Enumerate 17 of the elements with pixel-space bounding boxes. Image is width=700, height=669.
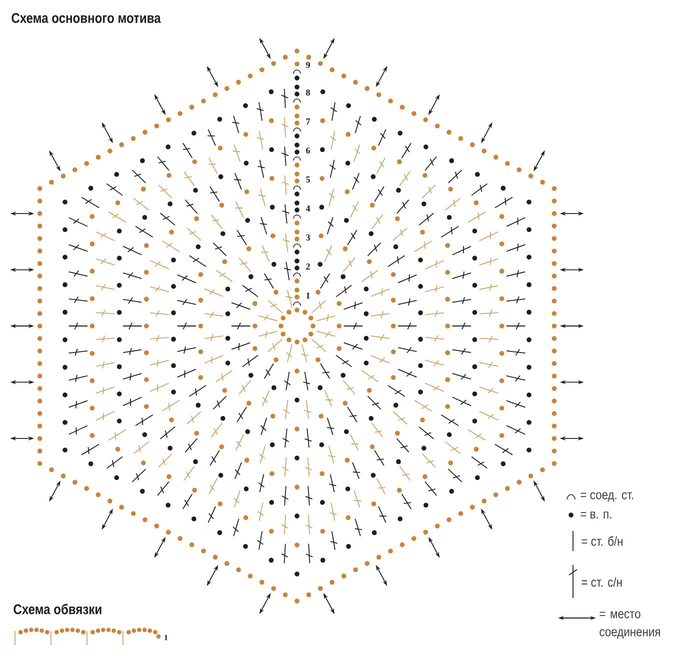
row-number: 9 — [306, 62, 310, 68]
row-number: 2 — [306, 264, 310, 270]
row-number: 7 — [306, 118, 310, 124]
legend-text: = в. п. — [580, 512, 612, 518]
title: Схема основного мотива — [12, 13, 161, 23]
row-number: 3 — [306, 234, 310, 241]
row-number: 1 — [306, 292, 310, 298]
row-number: 5 — [306, 176, 310, 182]
legend-text: = ст. б/н — [582, 536, 622, 546]
legend-text: = место соединения — [600, 611, 660, 639]
legend-text: = соед. ст. — [580, 492, 634, 502]
legend-text: = ст. с/н — [582, 577, 622, 587]
row-number: 1 — [164, 634, 168, 640]
row-number: 8 — [306, 89, 310, 96]
row-number: 6 — [306, 147, 310, 154]
row-number: 4 — [306, 206, 310, 212]
subheading: Схема обвязки — [14, 604, 102, 614]
